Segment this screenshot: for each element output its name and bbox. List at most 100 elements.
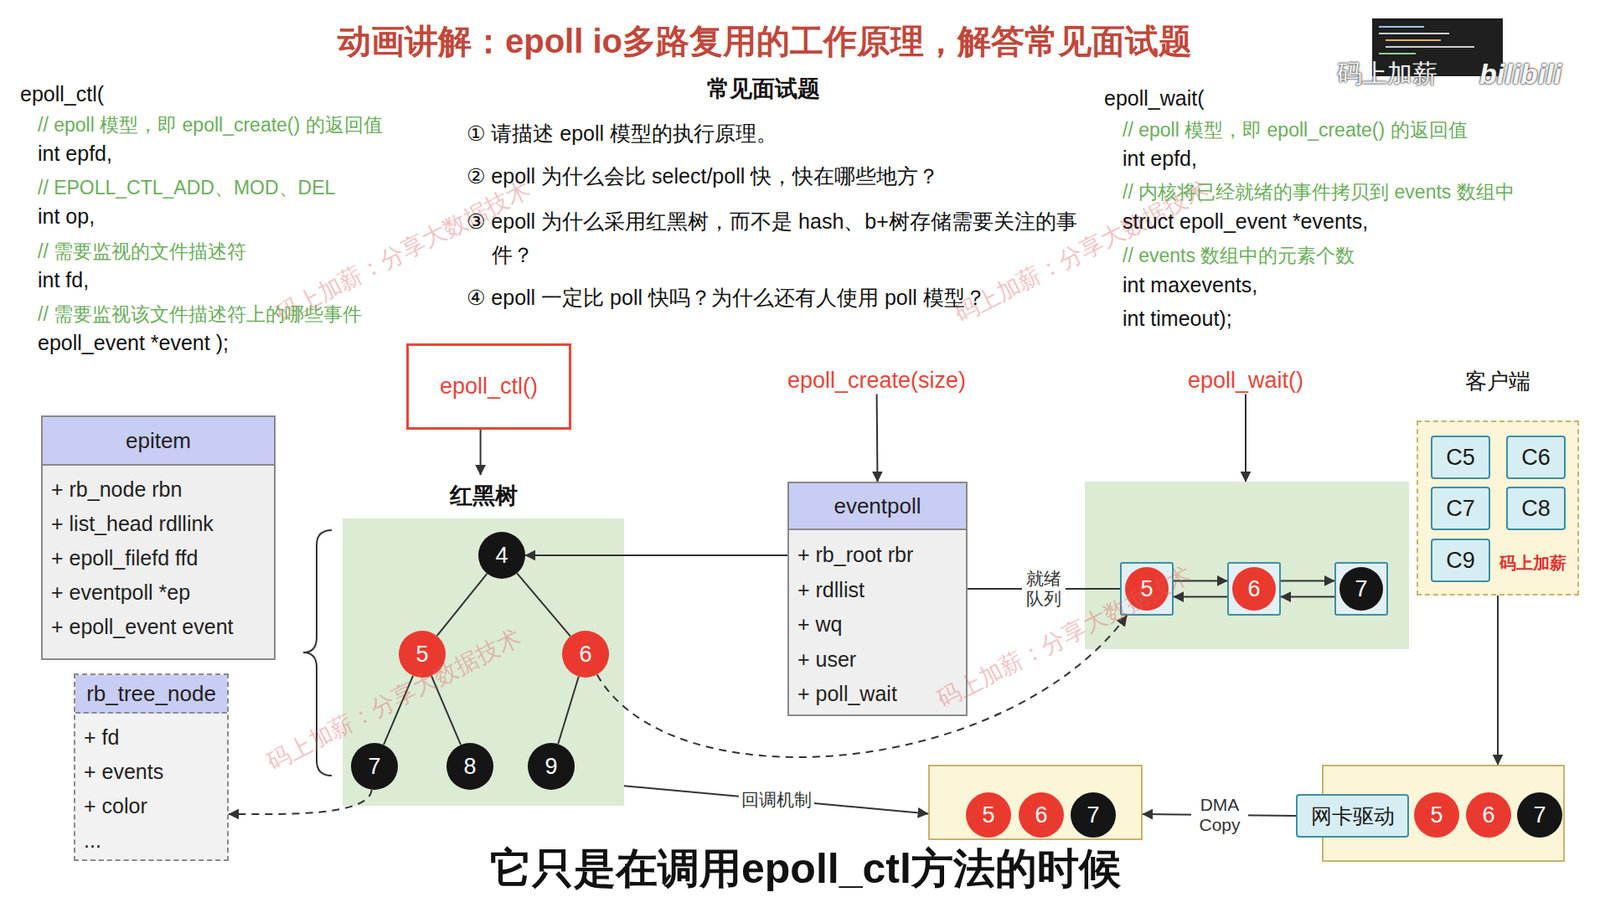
connector (624, 785, 929, 814)
node-number: 6 (1247, 576, 1260, 603)
node-number: 6 (1481, 802, 1495, 829)
code-comment-wrap: // 需要监视的文件描述符 (37, 239, 247, 264)
buffer-panel: 5 6 7 (928, 764, 1143, 841)
question-wrap: ② epoll 为什么会比 select/poll 快，快在哪些地方？ (466, 163, 940, 190)
node-number: 6 (578, 641, 592, 668)
question: ④ epoll 一定比 poll 快吗？为什么还有人使用 poll 模型？ (466, 284, 986, 311)
tree-node: 7 (350, 743, 398, 790)
struct-body: + fd+ events+ color... (75, 713, 228, 858)
code-line: int timeout); (1122, 305, 1233, 332)
code-line: int maxevents, (1122, 272, 1258, 299)
code-comment-wrap: // epoll 模型，即 epoll_create() 的返回值 (1122, 118, 1468, 143)
struct-field: + list_head rdllink (51, 506, 214, 542)
buffer-panel: 5 6 7 (1084, 481, 1410, 650)
struct-name: epitem (125, 428, 191, 455)
node-number: 7 (1532, 802, 1546, 829)
box-label: C5 (1445, 444, 1476, 471)
tree-node: 6 (1465, 792, 1512, 838)
edge-label-wrap: 回调机制 (738, 789, 815, 811)
struct-header: eventpoll (789, 483, 966, 531)
connector (480, 429, 482, 475)
struct-field: + poll_wait (797, 676, 898, 713)
code-line-wrap: int timeout); (1122, 305, 1233, 332)
code-comment-wrap: // 内核将已经就绪的事件拷贝到 events 数组中 (1122, 180, 1515, 205)
code-line: int epfd, (37, 140, 113, 167)
struct-header: epitem (42, 417, 274, 466)
node-number: 4 (495, 542, 508, 569)
client-box: C5 (1430, 435, 1491, 480)
buffer-panel: 网卡驱动567 (1321, 764, 1565, 862)
struct-field: + epoll_event event (51, 609, 234, 645)
code-line: epoll_event *event ); (37, 330, 229, 357)
tree-node: 4 (478, 531, 526, 579)
code-line: epoll_wait( (1104, 85, 1205, 112)
connector (1244, 393, 1247, 482)
queue-item: 7 (1334, 562, 1389, 616)
caption-wrap: 它只是在调用epoll_ctl方法的时候 (478, 841, 1133, 896)
struct-body: + rb_node rbn+ list_head rdllink+ epoll_… (42, 465, 274, 645)
struct-field: + color (83, 789, 148, 824)
question-wrap: ① 请描述 epoll 模型的执行原理。 (466, 120, 778, 147)
client-box: C7 (1430, 486, 1491, 531)
thumbnail-line (1378, 52, 1416, 55)
code-line-wrap: int maxevents, (1122, 272, 1258, 299)
group-heading: 红黑树 (342, 474, 625, 517)
box-label: C7 (1445, 495, 1476, 522)
node-number: 5 (1429, 802, 1443, 829)
channel-name: 码上加薪 (1336, 57, 1438, 90)
thumbnail-line (1385, 46, 1475, 48)
box-label: 网卡驱动 (1310, 802, 1395, 831)
tree-node: 6 (562, 630, 610, 678)
struct-field: + eventpoll *ep (51, 575, 191, 610)
tree-node: 7 (1517, 792, 1563, 838)
tree-node: 5 (965, 792, 1012, 838)
node-number: 5 (1140, 576, 1153, 603)
code-comment: // epoll 模型，即 epoll_create() 的返回值 (37, 113, 383, 138)
function-label: epoll_create(size) (787, 366, 966, 394)
connector (516, 572, 571, 636)
code-comment: // 需要监视该文件描述符上的哪些事件 (37, 302, 362, 327)
thumbnail-line (1378, 32, 1450, 35)
connector (1280, 596, 1335, 599)
code-comment-wrap: // events 数组中的元素个数 (1122, 243, 1355, 269)
edge-label: DMA Copy (1191, 794, 1249, 837)
node-number: 5 (415, 641, 429, 668)
struct-field: + wq (797, 607, 843, 643)
channel-name-wrap: 码上加薪 (1336, 57, 1438, 90)
client-box: C9 (1430, 538, 1491, 583)
struct-name: eventpoll (833, 493, 921, 520)
connector (437, 573, 488, 636)
function-label: epoll_ctl() (439, 373, 538, 400)
code-line-wrap: struct epoll_event *events, (1122, 208, 1368, 235)
thumbnail-line (1385, 39, 1441, 42)
struct-field: ... (83, 823, 102, 858)
edge-label: 就绪 队列 (1021, 567, 1066, 610)
connector (876, 393, 879, 482)
code-comment: // 内核将已经就绪的事件拷贝到 events 数组中 (1122, 180, 1515, 205)
question: ① 请描述 epoll 模型的执行原理。 (466, 120, 778, 147)
dashed-connector (228, 789, 372, 815)
code-comment: // 需要监视的文件描述符 (37, 239, 247, 264)
struct-field: + rb_root rbr (797, 537, 914, 573)
code-comment-wrap: // EPOLL_CTL_ADD、MOD、DEL (37, 175, 336, 201)
node-number: 7 (1086, 802, 1100, 829)
box-label: C6 (1521, 444, 1551, 471)
tree-node: 5 (1414, 792, 1460, 838)
section-heading-wrap: 常见面试题 (707, 75, 821, 104)
struct-field: + events (83, 754, 164, 790)
node-number: 5 (981, 802, 995, 829)
code-line-wrap: int fd, (37, 267, 89, 294)
code-line: epoll_ctl( (20, 81, 104, 108)
function-name: epoll_wait() (1187, 366, 1304, 394)
code-line: int fd, (37, 267, 89, 294)
struct-field: + user (797, 642, 857, 678)
node-number: 6 (1034, 802, 1048, 829)
question-wrap: ④ epoll 一定比 poll 快吗？为什么还有人使用 poll 模型？ (466, 284, 986, 311)
code-line: struct epoll_event *events, (1122, 208, 1368, 235)
connector (1173, 596, 1228, 599)
connector (1496, 595, 1499, 765)
node-number: 9 (544, 753, 558, 780)
client-box: 网卡驱动 (1295, 794, 1410, 838)
thumbnail-line (1378, 25, 1425, 28)
code-line-wrap: int op, (37, 203, 95, 230)
